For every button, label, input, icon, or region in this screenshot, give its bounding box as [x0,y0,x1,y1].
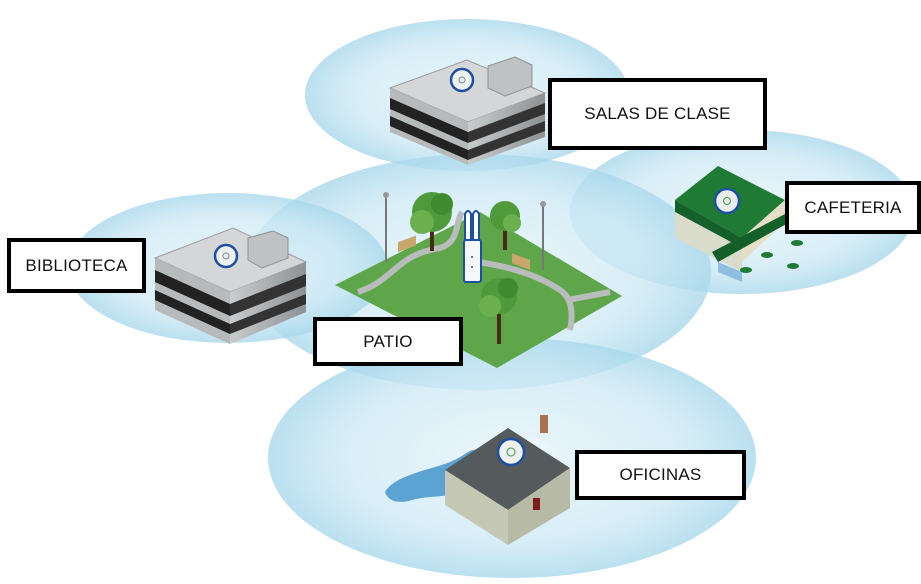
zone-label-text: OFICINAS [619,465,702,484]
zone-label-text: BIBLIOTECA [25,255,128,275]
library-building-icon [153,227,308,344]
outdoor-access-point-icon [463,210,482,283]
zone-label-cafeteria: CAFETERIA [785,181,921,234]
zone-label-patio: PATIO [313,317,463,366]
cafe-tables-icon [740,240,803,273]
zone-label-text: SALAS DE CLASE [584,104,731,123]
patio-park-icon [335,192,622,368]
office-house-icon [385,415,570,545]
classroom-building-icon [388,56,547,165]
zone-label-salas-de-clase: SALAS DE CLASE [548,78,767,150]
zone-label-text: PATIO [363,331,413,351]
zone-label-text: CAFETERIA [804,197,902,217]
tree-icon [490,201,521,250]
zone-label-biblioteca: BIBLIOTECA [7,238,146,293]
zone-label-oficinas: OFICINAS [575,450,746,500]
tree-icon [410,192,453,251]
cafeteria-building-icon [675,166,803,282]
tree-icon [479,278,518,344]
